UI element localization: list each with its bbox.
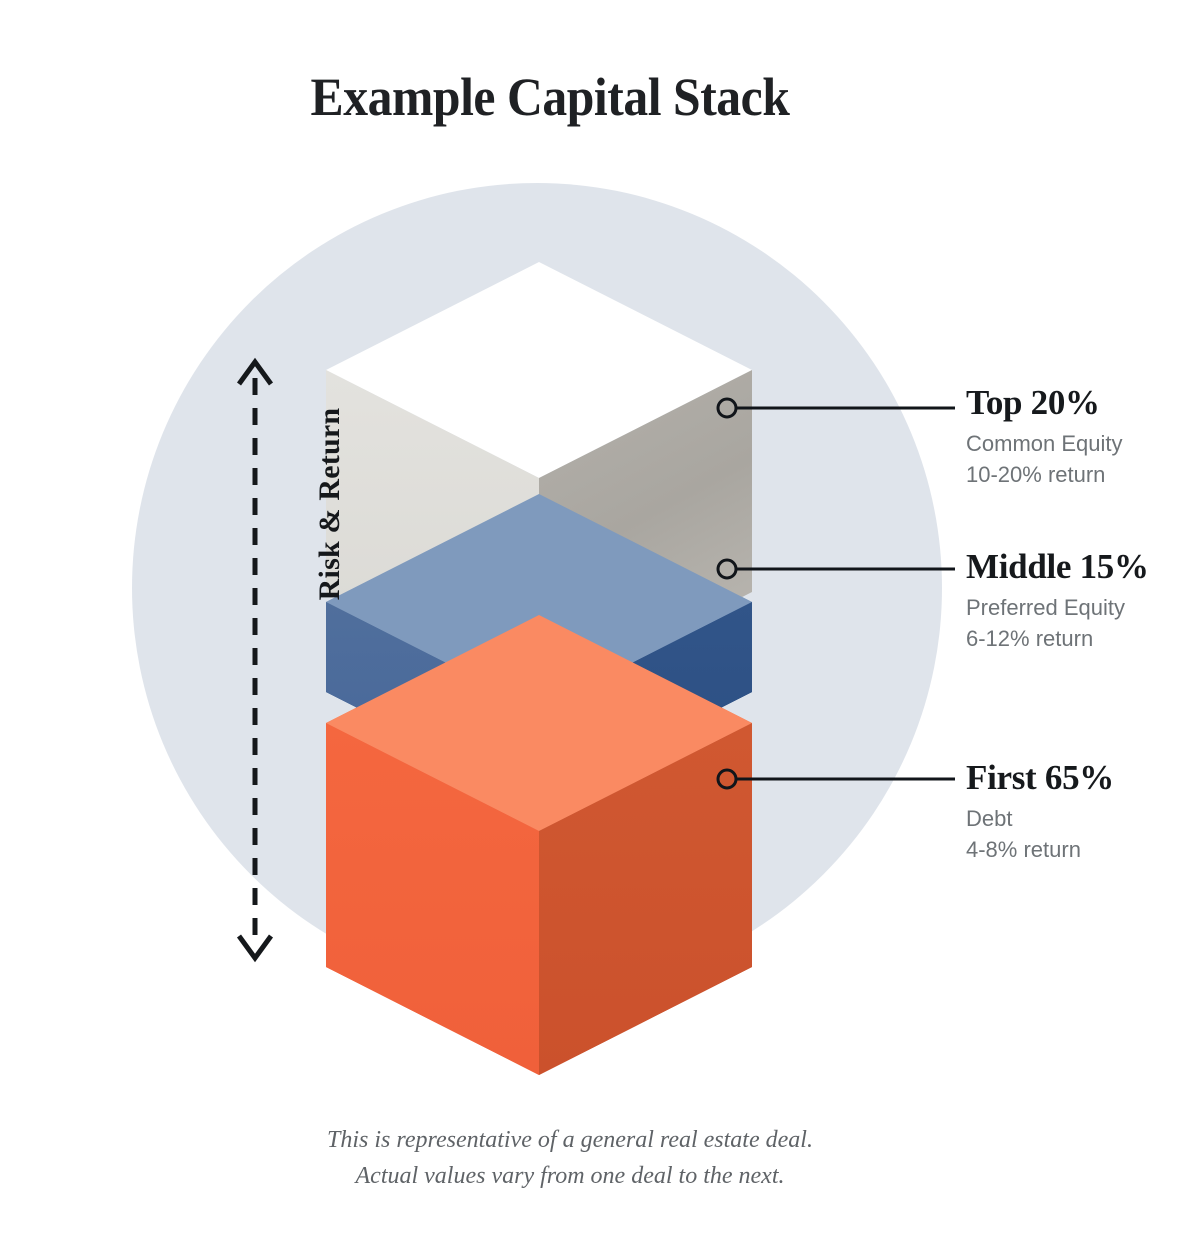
callout-middle-return: 6-12% return — [966, 625, 1094, 651]
callout-leader-top — [716, 397, 955, 419]
debt-block-front-overlay — [326, 615, 752, 1075]
arrow-head-down-icon — [236, 934, 274, 963]
callout-top-return: 10-20% return — [966, 461, 1106, 487]
callout-top-20: Top 20% Common Equity 10-20% return — [966, 383, 1196, 490]
footnote-line-2: Actual values vary from one deal to the … — [355, 1163, 785, 1190]
arrow-head-up-icon — [236, 357, 274, 386]
callout-top-name: Common Equity — [966, 430, 1123, 456]
callout-marker-top[interactable] — [716, 397, 738, 419]
callout-leader-first — [716, 768, 955, 790]
callout-middle-15: Middle 15% Preferred Equity 6-12% return — [966, 547, 1196, 654]
callout-marker-middle[interactable] — [716, 558, 738, 580]
callout-first-return: 4-8% return — [966, 836, 1081, 862]
footnote: This is representative of a general real… — [0, 1122, 1140, 1195]
callout-first-headline: First 65% — [966, 758, 1114, 797]
callout-first-65: First 65% Debt 4-8% return — [966, 758, 1196, 865]
risk-return-arrow — [236, 357, 274, 963]
page-title: Example Capital Stack — [310, 67, 790, 127]
risk-return-axis-label: Risk & Return — [313, 407, 346, 601]
callout-middle-name: Preferred Equity — [966, 594, 1125, 620]
callout-marker-first[interactable] — [716, 768, 738, 790]
callout-top-headline: Top 20% — [966, 383, 1100, 422]
callout-leader-middle — [716, 558, 955, 580]
footnote-line-1: This is representative of a general real… — [327, 1127, 813, 1153]
callout-first-name: Debt — [966, 805, 1013, 831]
callout-middle-headline: Middle 15% — [966, 547, 1149, 586]
